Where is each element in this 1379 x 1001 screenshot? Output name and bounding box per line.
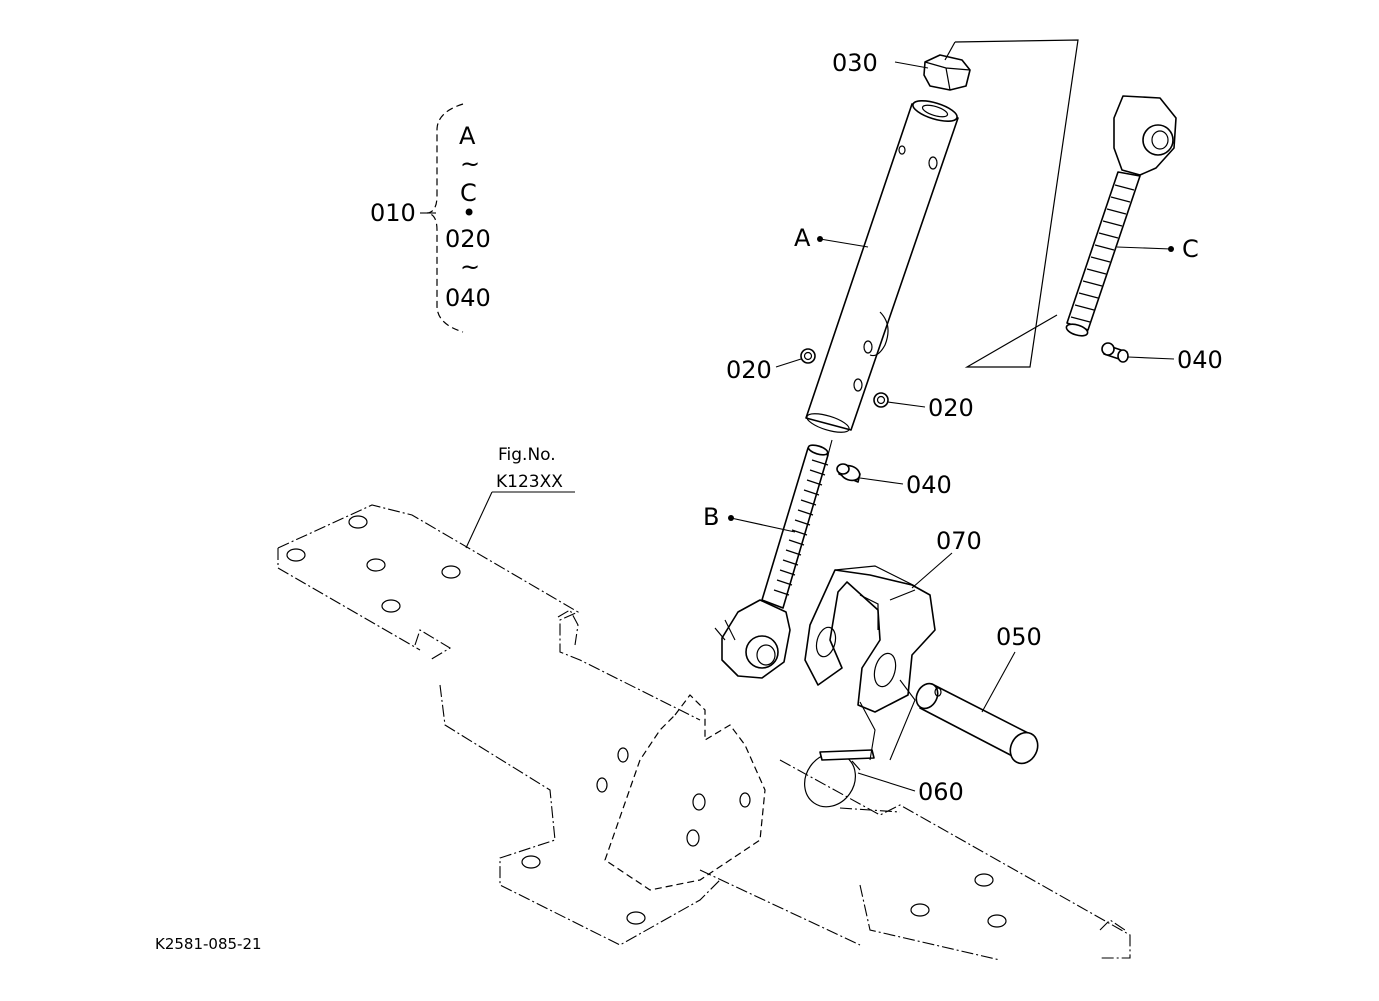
callout-030-label: 030 [832, 49, 878, 77]
part-020-left [800, 348, 816, 364]
range-item-020: 020 [445, 225, 491, 253]
figure-reference: Fig.No. K123XX [465, 445, 575, 549]
part-b-threaded-rod [714, 444, 829, 679]
callout-060-label: 060 [918, 778, 964, 806]
callouts: 030 A 020 020 040 B C 040 070 050 060 [703, 49, 1223, 806]
callout-b-label: B [703, 503, 719, 531]
part-070-holder [804, 565, 936, 713]
part-040-pin-right [1101, 342, 1129, 363]
callout-040-right-label: 040 [1177, 346, 1223, 374]
assembly-group-010: 010 A ~ C • 020 ~ 040 [370, 103, 491, 333]
part-060-snap-pin [804, 749, 875, 808]
part-c-threaded-rod [1065, 95, 1177, 337]
part-040-pin-mid [836, 463, 861, 483]
assembly-guides [724, 39, 1079, 761]
tractor-frame [277, 504, 1131, 961]
fig-no-label: Fig.No. [498, 445, 556, 465]
range-tilde-1: ~ [460, 150, 480, 178]
range-tilde-2: ~ [460, 253, 480, 281]
part-a-tube [805, 100, 959, 433]
range-bullet: • [462, 199, 476, 227]
diagram-code: K2581-085-21 [155, 935, 262, 953]
callout-070-label: 070 [936, 527, 982, 555]
callout-040-mid-label: 040 [906, 471, 952, 499]
part-050-pin [915, 682, 1039, 765]
part-020-right [873, 392, 889, 408]
fig-code-label: K123XX [496, 472, 563, 492]
part-030-nut [923, 54, 971, 91]
assembly-number-label: 010 [370, 199, 416, 227]
callout-a-label: A [794, 224, 811, 252]
range-item-040: 040 [445, 284, 491, 312]
callout-c-label: C [1182, 235, 1199, 263]
callout-050-label: 050 [996, 623, 1042, 651]
range-item-c: C [460, 179, 477, 207]
callout-020-left-label: 020 [726, 356, 772, 384]
callout-020-right-label: 020 [928, 394, 974, 422]
range-item-a: A [459, 122, 476, 150]
